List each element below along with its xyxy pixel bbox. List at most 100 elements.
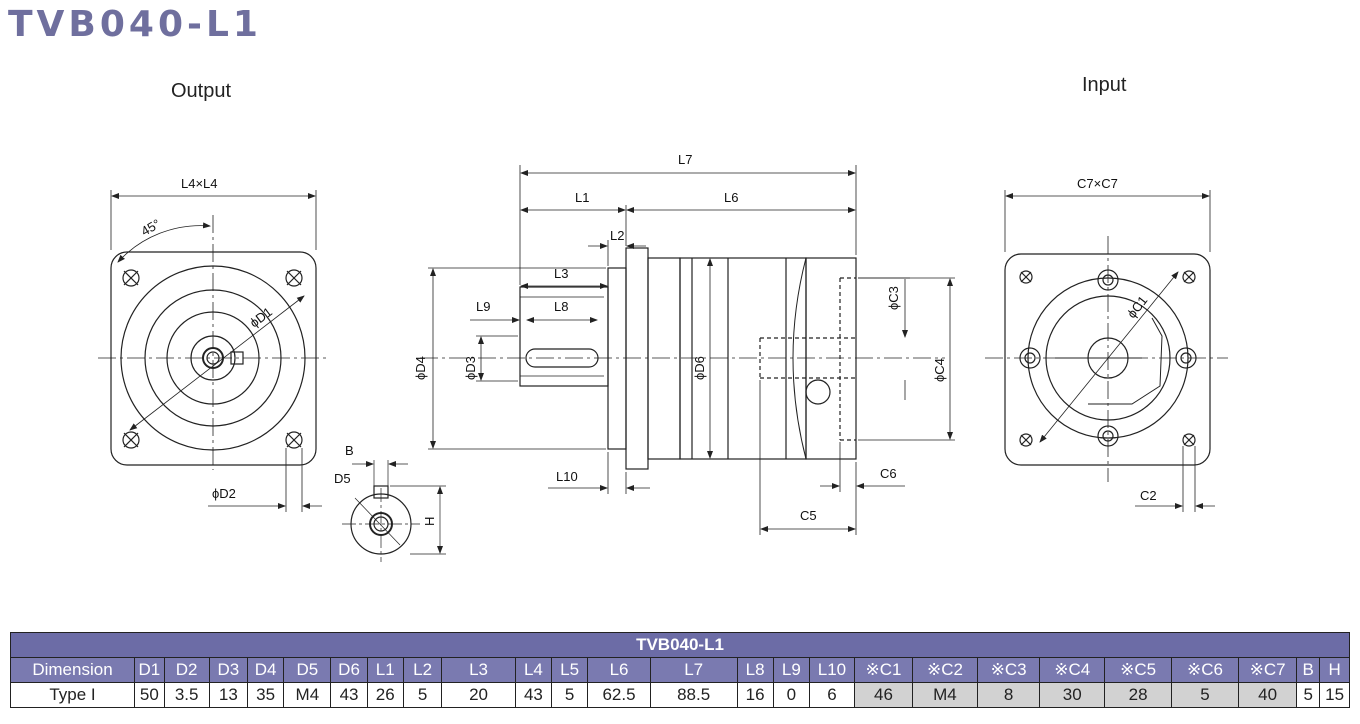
dim-label-d3: ϕD3 xyxy=(463,356,478,380)
column-header: L9 xyxy=(772,657,810,683)
dim-label-c3: ϕC3 xyxy=(886,286,901,310)
column-header: D3 xyxy=(208,657,249,683)
column-header: ※C6 xyxy=(1171,657,1239,683)
dim-label-c4: ϕC4 xyxy=(932,358,947,382)
table-cell: M4 xyxy=(912,682,978,708)
table-cell: 28 xyxy=(1104,682,1173,708)
input-view xyxy=(985,190,1228,512)
table-cell: 20 xyxy=(441,682,516,708)
column-header: B xyxy=(1296,657,1321,683)
table-cell: 5 xyxy=(1171,682,1239,708)
spec-table-title-row: TVB040-L1 xyxy=(10,632,1350,658)
table-cell: 43 xyxy=(330,682,368,708)
input-mount-hole xyxy=(1182,433,1196,447)
table-cell: 5 xyxy=(551,682,589,708)
column-header: Dimension xyxy=(9,657,136,683)
output-view-label: Output xyxy=(171,80,232,102)
dim-label-b: B xyxy=(345,443,354,458)
input-mount-hole xyxy=(1019,270,1033,284)
table-cell: 15 xyxy=(1319,682,1350,708)
column-header: D1 xyxy=(134,657,165,683)
dim-label-d5: D5 xyxy=(334,471,351,486)
column-header: L1 xyxy=(366,657,404,683)
dim-label-c2: C2 xyxy=(1140,488,1157,503)
column-header: L6 xyxy=(587,657,651,683)
dim-label-l7: L7 xyxy=(678,152,692,167)
dim-label-angle: 45° xyxy=(138,216,163,239)
column-header: L3 xyxy=(441,657,516,683)
column-header: L8 xyxy=(736,657,774,683)
dim-label-d6: ϕD6 xyxy=(692,356,707,380)
table-cell: 13 xyxy=(208,682,249,708)
input-view-label: Input xyxy=(1082,74,1127,96)
dim-label-l8: L8 xyxy=(554,299,568,314)
column-header: D2 xyxy=(163,657,210,683)
table-cell: 30 xyxy=(1039,682,1106,708)
table-cell: 0 xyxy=(772,682,810,708)
table-cell: Type I xyxy=(9,682,136,708)
table-cell: 46 xyxy=(853,682,914,708)
dim-label-d2: ϕD2 xyxy=(212,486,236,501)
column-header: ※C3 xyxy=(976,657,1041,683)
column-header: D4 xyxy=(247,657,285,683)
dim-label-d4: ϕD4 xyxy=(413,356,428,380)
page-title: TVB040-L1 xyxy=(8,4,262,45)
dim-label-l3: L3 xyxy=(554,266,568,281)
output-mount-hole xyxy=(285,269,303,287)
column-header: ※C2 xyxy=(912,657,978,683)
column-header: D5 xyxy=(283,657,332,683)
column-header: ※C4 xyxy=(1039,657,1106,683)
output-view xyxy=(98,190,330,512)
column-header: L4 xyxy=(514,657,553,683)
dim-label-l2: L2 xyxy=(610,228,624,243)
column-header: ※C1 xyxy=(853,657,914,683)
column-header: H xyxy=(1319,657,1350,683)
table-cell: 3.5 xyxy=(163,682,210,708)
shaft-section xyxy=(342,460,446,562)
column-header: L10 xyxy=(808,657,855,683)
output-mount-hole xyxy=(122,431,140,449)
output-flange xyxy=(110,251,317,466)
table-cell: 50 xyxy=(134,682,165,708)
table-cell: 5 xyxy=(1296,682,1321,708)
column-header: ※C7 xyxy=(1237,657,1298,683)
input-mount-hole xyxy=(1182,270,1196,284)
dim-label-l4xl4: L4×L4 xyxy=(181,176,218,191)
table-cell: 62.5 xyxy=(587,682,651,708)
input-flange xyxy=(1004,253,1211,466)
spec-table-title: TVB040-L1 xyxy=(10,632,1350,658)
dim-label-l9: L9 xyxy=(476,299,490,314)
dim-label-l6: L6 xyxy=(724,190,738,205)
dim-label-c5: C5 xyxy=(800,508,817,523)
table-cell: 35 xyxy=(247,682,285,708)
dim-label-c6: C6 xyxy=(880,466,897,481)
column-header: L2 xyxy=(402,657,443,683)
table-cell: M4 xyxy=(283,682,332,708)
input-mount-hole xyxy=(1019,433,1033,447)
side-view xyxy=(420,165,955,535)
column-header: L5 xyxy=(551,657,589,683)
table-cell: 26 xyxy=(366,682,404,708)
dim-label-c7xc7: C7×C7 xyxy=(1077,176,1118,191)
column-header: D6 xyxy=(330,657,368,683)
dim-label-l10: L10 xyxy=(556,469,578,484)
dim-label-d1: ϕD1 xyxy=(247,304,275,330)
output-mount-hole xyxy=(122,269,140,287)
technical-drawing: L4×L4 45° ϕD1 ϕD2 B D5 H xyxy=(98,152,1228,562)
table-cell: 40 xyxy=(1237,682,1298,708)
table-cell: 5 xyxy=(402,682,443,708)
column-header: ※C5 xyxy=(1104,657,1173,683)
output-mount-hole xyxy=(285,431,303,449)
table-cell: 8 xyxy=(976,682,1041,708)
dim-label-h: H xyxy=(422,517,437,526)
column-header: L7 xyxy=(649,657,738,683)
table-cell: 16 xyxy=(736,682,774,708)
dim-label-l1: L1 xyxy=(575,190,589,205)
table-cell: 88.5 xyxy=(649,682,738,708)
dim-label-c1: ϕC1 xyxy=(1124,293,1151,321)
table-cell: 43 xyxy=(514,682,553,708)
